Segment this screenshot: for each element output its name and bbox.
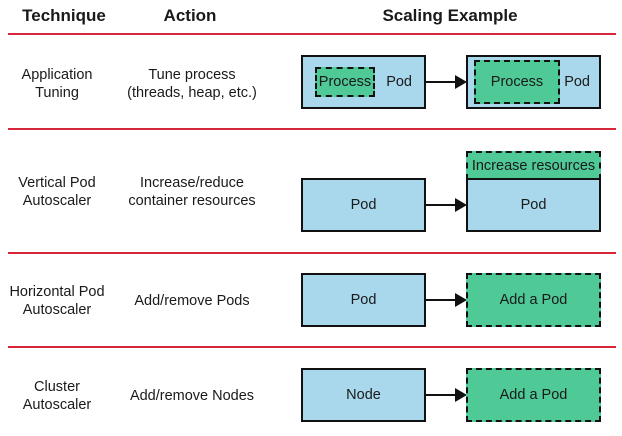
technique-line: Autoscaler (22, 302, 92, 318)
arrow-head (455, 388, 467, 402)
arrow-head (455, 198, 467, 212)
add-pod-box: Add a Pod (466, 368, 601, 422)
pod-label: Pod (350, 197, 377, 213)
action-line: container resources (128, 193, 256, 209)
arrow-line (426, 299, 456, 301)
action-increase-reduce: Increase/reduce container resources (118, 172, 266, 212)
pod-box-before: Pod (301, 273, 426, 327)
action-tune-process: Tune process (threads, heap, etc.) (118, 64, 266, 104)
technique-line: Autoscaler (22, 193, 92, 209)
pod-box-before: Pod (301, 178, 426, 232)
divider-line (8, 252, 616, 254)
pod-label: Pod (564, 74, 590, 90)
arrow-head (455, 293, 467, 307)
increase-resources-box: Increase resources (466, 151, 601, 180)
technique-line: Horizontal Pod (9, 284, 105, 300)
technique-line: Vertical Pod (18, 175, 96, 191)
arrow-line (426, 81, 456, 83)
action-line: Increase/reduce (140, 175, 244, 191)
node-box: Node (301, 368, 426, 422)
add-pod-label: Add a Pod (499, 387, 568, 403)
pod-label: Pod (350, 292, 377, 308)
pod-label: Pod (520, 197, 547, 213)
technique-line: Cluster (34, 379, 80, 395)
arrow-line (426, 204, 456, 206)
node-label: Node (346, 387, 381, 403)
technique-line: Autoscaler (22, 397, 92, 413)
process-label: Process (490, 74, 544, 90)
add-pod-label: Add a Pod (499, 292, 568, 308)
technique-line: Application (21, 67, 93, 83)
increase-resources-label: Increase resources (471, 157, 596, 174)
technique-line: Tuning (35, 85, 79, 101)
header-action: Action (163, 6, 217, 25)
process-box-before: Process (315, 67, 375, 97)
divider-line (8, 128, 616, 130)
divider-line (8, 346, 616, 348)
pod-box-after: Pod (466, 178, 601, 232)
pod-label: Pod (386, 74, 412, 90)
action-line: Add/remove Pods (134, 293, 250, 309)
header-scaling-example: Scaling Example (382, 6, 518, 25)
action-add-remove-pods: Add/remove Pods (118, 290, 266, 312)
divider-line (8, 33, 616, 35)
action-line: (threads, heap, etc.) (127, 85, 257, 101)
technique-horizontal-pod-autoscaler: Horizontal Pod Autoscaler (4, 281, 110, 321)
process-label: Process (318, 74, 372, 90)
arrow-line (426, 394, 456, 396)
technique-application-tuning: Application Tuning (6, 64, 108, 104)
technique-vertical-pod-autoscaler: Vertical Pod Autoscaler (6, 172, 108, 212)
arrow-head (455, 75, 467, 89)
action-add-remove-nodes: Add/remove Nodes (118, 385, 266, 407)
header-technique: Technique (22, 6, 106, 25)
add-pod-box: Add a Pod (466, 273, 601, 327)
action-line: Add/remove Nodes (129, 388, 255, 404)
action-line: Tune process (148, 67, 236, 83)
process-box-after: Process (474, 60, 560, 104)
technique-cluster-autoscaler: Cluster Autoscaler (6, 376, 108, 416)
